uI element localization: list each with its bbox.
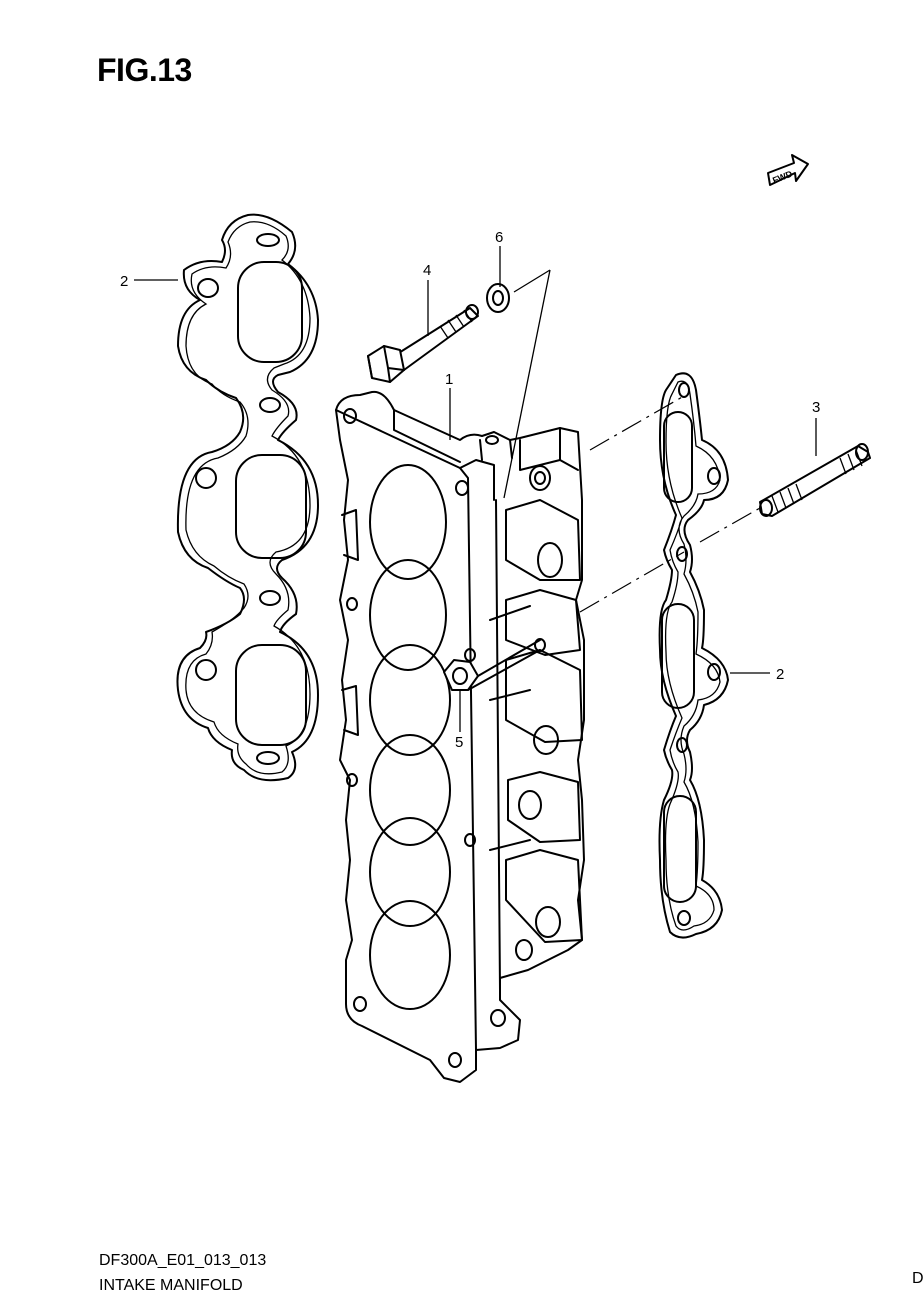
callout-4: 4 <box>423 262 431 279</box>
callout-6: 6 <box>495 229 503 246</box>
flange-nut <box>443 638 546 691</box>
stud-bolt <box>759 443 871 517</box>
washer <box>486 283 510 313</box>
diagram-code: DF300A_E01_013_013 <box>99 1252 267 1269</box>
intake-manifold <box>335 390 585 1083</box>
leader-lines <box>134 246 817 732</box>
diagram-name: INTAKE MANIFOLD <box>99 1277 243 1294</box>
callout-1: 1 <box>445 371 453 388</box>
callout-2-left: 2 <box>120 273 128 290</box>
corner-mark: D <box>912 1270 924 1287</box>
flange-bolt <box>367 304 479 383</box>
figure-title: FIG.13 <box>97 52 192 88</box>
callout-5: 5 <box>455 734 463 751</box>
fwd-arrow-icon: FWD <box>767 154 809 186</box>
right-gasket <box>658 372 729 939</box>
callout-2-right: 2 <box>776 666 784 683</box>
left-gasket <box>176 213 319 782</box>
callout-3: 3 <box>812 399 820 416</box>
